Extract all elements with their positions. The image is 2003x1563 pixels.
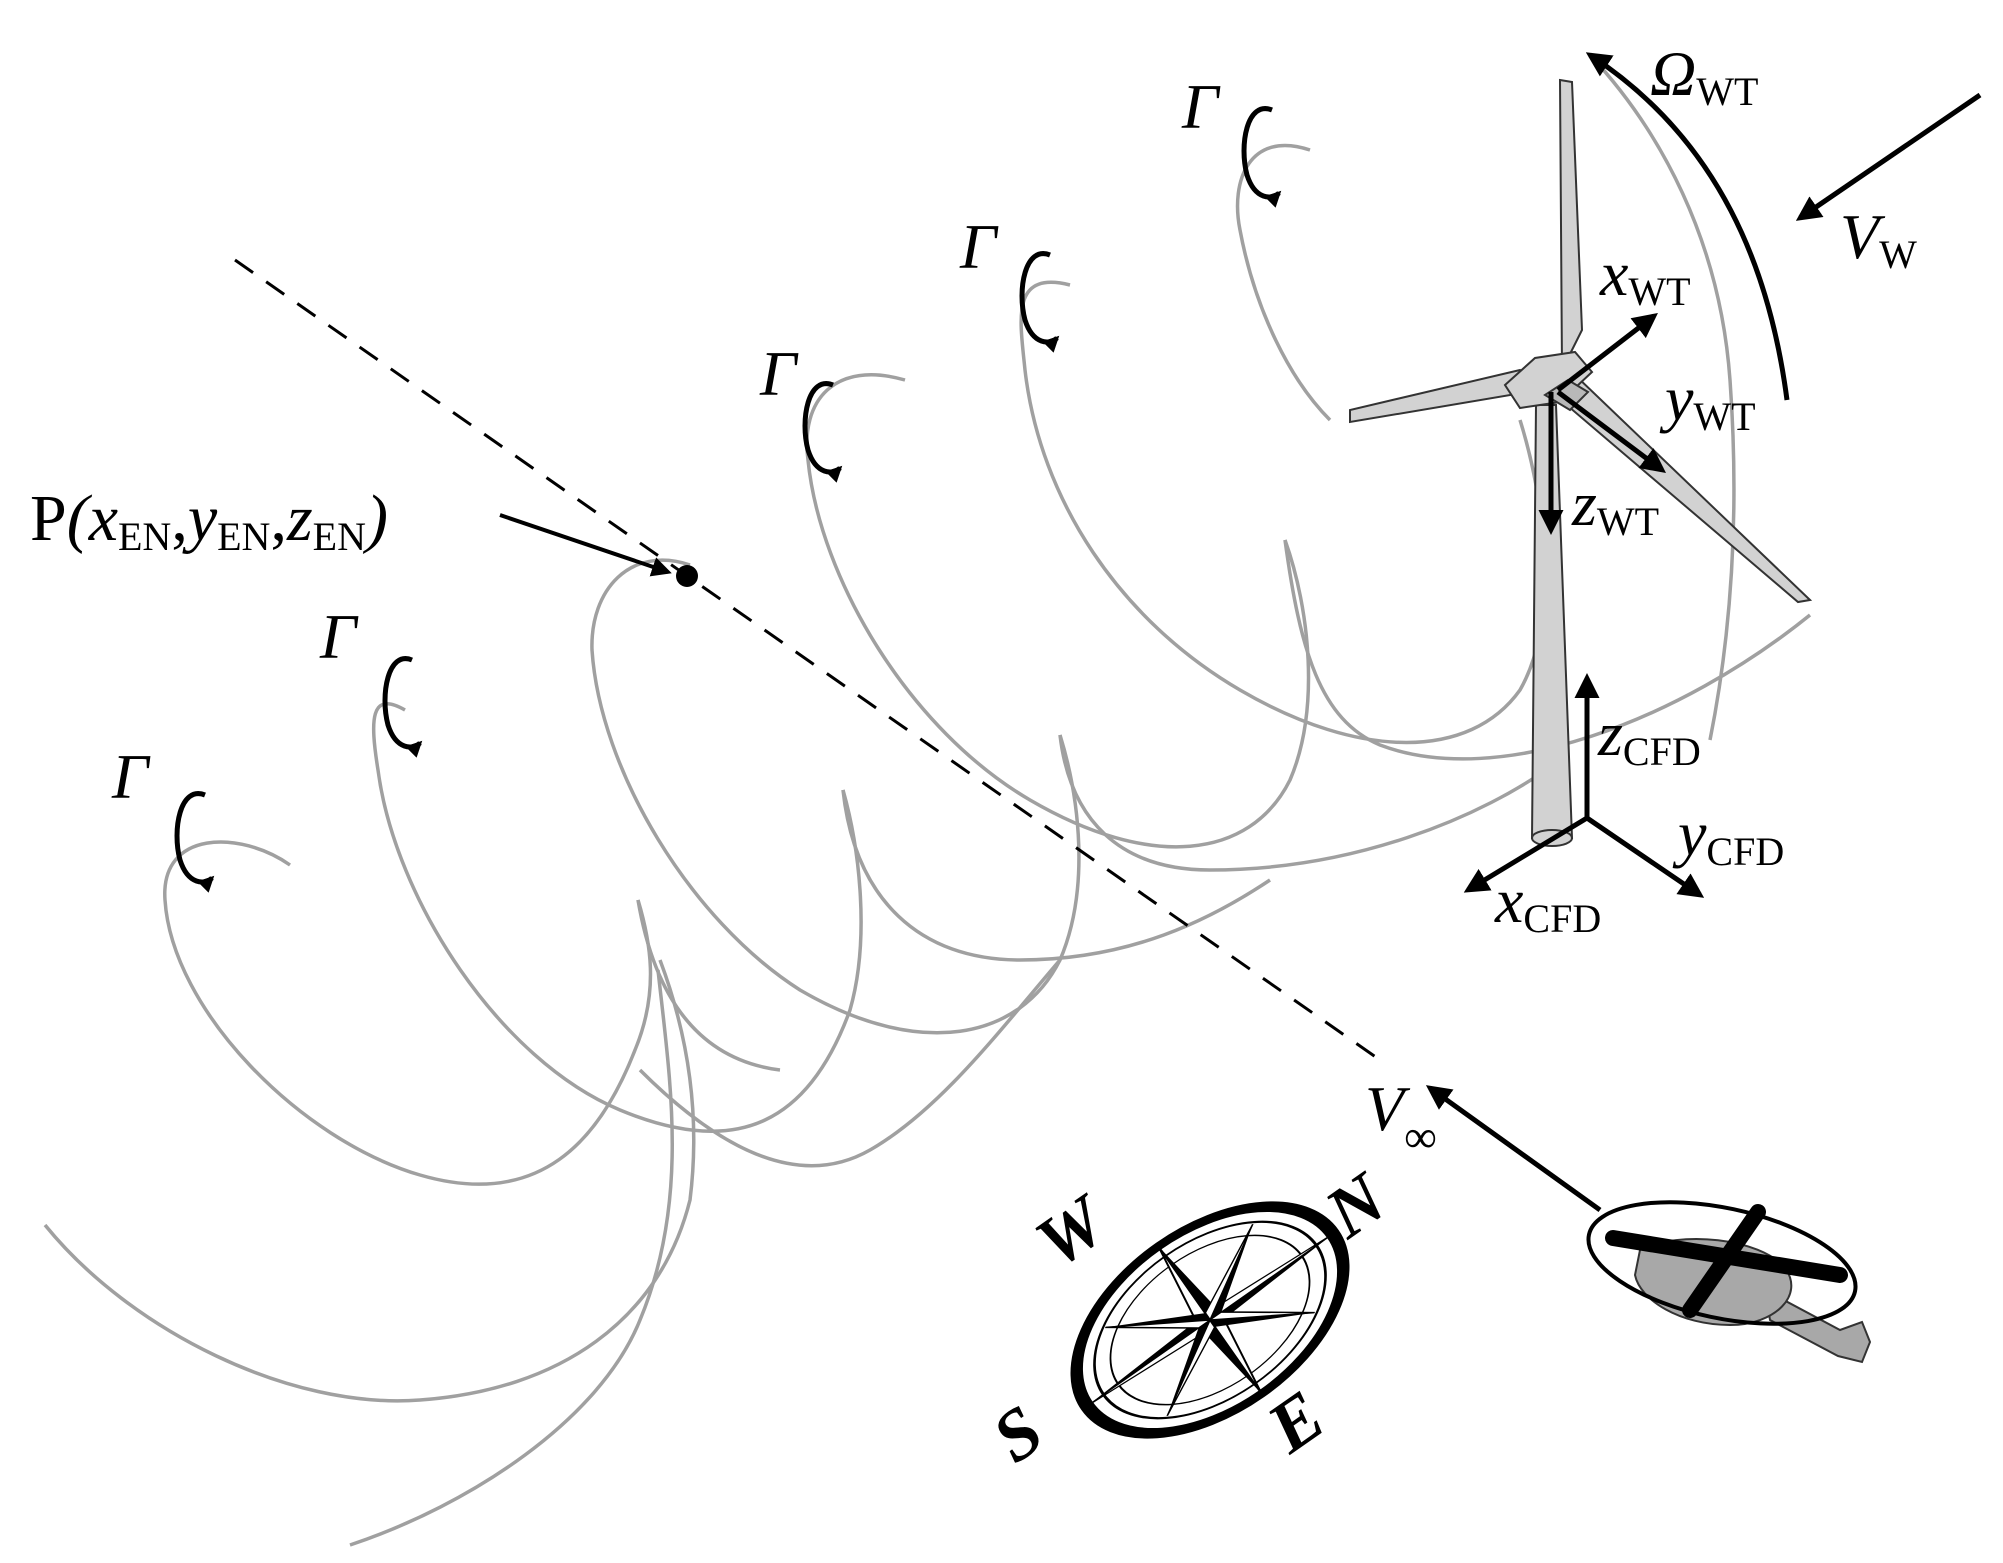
circulation-marker-3: Γ bbox=[759, 338, 843, 483]
circulation-label-2: Γ bbox=[319, 601, 359, 672]
wake-loop-5 bbox=[590, 558, 1081, 1035]
circulation-label-1: Γ bbox=[111, 741, 151, 812]
wake-loop-6 bbox=[638, 958, 1062, 1168]
helicopter-rotor-blade-2 bbox=[1682, 1204, 1766, 1318]
circulation-label-5: Γ bbox=[1181, 71, 1221, 142]
flight-path-line bbox=[234, 258, 1381, 1062]
wake-loop-2 bbox=[43, 959, 696, 1403]
turbine-frame bbox=[1538, 312, 1666, 535]
compass-west: W bbox=[1021, 1178, 1123, 1283]
wake-loop-7 bbox=[805, 373, 1311, 849]
circulation-icon-4 bbox=[1019, 251, 1060, 353]
axis-z-cfd-label: zCFD bbox=[1597, 698, 1701, 774]
axis-x-cfd-label: xCFD bbox=[1494, 865, 1601, 941]
helical-wake bbox=[43, 53, 1812, 1547]
axis-y-cfd-label: yCFD bbox=[1672, 798, 1784, 874]
axis-x-cfd bbox=[1463, 815, 1589, 893]
cfd-frame bbox=[1463, 673, 1705, 898]
turbine-hub bbox=[1543, 378, 1590, 412]
helicopter-icon bbox=[1586, 1200, 1872, 1364]
freestream-velocity-label: V∞ bbox=[1365, 1073, 1437, 1162]
wake-loop-10 bbox=[1588, 53, 1736, 741]
circulation-icon-5 bbox=[1241, 106, 1282, 208]
point-p-label: P(xEN,yEN,zEN) bbox=[30, 482, 388, 559]
circulation-marker-1: Γ bbox=[111, 741, 215, 893]
point-p-arrow bbox=[499, 513, 672, 577]
circulation-icon-3 bbox=[802, 381, 843, 483]
axis-z-wt-label: zWT bbox=[1571, 468, 1659, 544]
turbine-blade-left bbox=[1349, 368, 1543, 424]
wake-loop-13 bbox=[841, 789, 1271, 962]
circulation-marker-4: Γ bbox=[959, 211, 1060, 353]
circulation-marker-2: Γ bbox=[319, 601, 423, 758]
rotor-speed-label: ΩWT bbox=[1650, 38, 1758, 114]
turbine-nacelle bbox=[1503, 350, 1594, 410]
axis-y-wt bbox=[1556, 390, 1666, 473]
axis-y-cfd bbox=[1585, 815, 1705, 898]
wake-loop-4 bbox=[349, 969, 674, 1547]
circulation-label-4: Γ bbox=[959, 211, 999, 282]
helicopter-rotor-disk bbox=[1586, 1200, 1858, 1326]
point-p-marker bbox=[676, 565, 698, 587]
circulation-label-3: Γ bbox=[759, 338, 799, 409]
turbine-blade-top bbox=[1558, 78, 1584, 371]
circulation-markers: Γ Γ Γ Γ Γ bbox=[111, 71, 1282, 893]
circulation-icon-1 bbox=[174, 791, 215, 893]
wake-loop-1 bbox=[163, 840, 653, 1186]
axis-y-wt-label: yWT bbox=[1659, 363, 1756, 439]
circulation-marker-5: Γ bbox=[1181, 71, 1282, 208]
helicopter-tail bbox=[1763, 1288, 1872, 1364]
circulation-icon-2 bbox=[382, 656, 423, 758]
rotor-rotation-arc bbox=[1585, 52, 1790, 401]
freestream-velocity-arrow bbox=[1425, 1085, 1602, 1213]
wake-loop-3 bbox=[371, 702, 863, 1133]
compass-south: S bbox=[978, 1390, 1057, 1479]
wind-velocity-arrow bbox=[1795, 92, 1982, 221]
compass-rose: N E S W bbox=[978, 1156, 1402, 1479]
wake-loop-9 bbox=[1235, 143, 1332, 422]
wake-loop-12 bbox=[1058, 734, 1562, 872]
wake-loop-11 bbox=[1283, 539, 1812, 761]
wind-turbine: ΩWT bbox=[1349, 38, 1813, 847]
axis-x-wt bbox=[1556, 312, 1658, 392]
wind-velocity-label: VW bbox=[1840, 201, 1917, 277]
axis-x-wt-label: xWT bbox=[1599, 238, 1691, 314]
wake-loop-14 bbox=[636, 899, 781, 1072]
